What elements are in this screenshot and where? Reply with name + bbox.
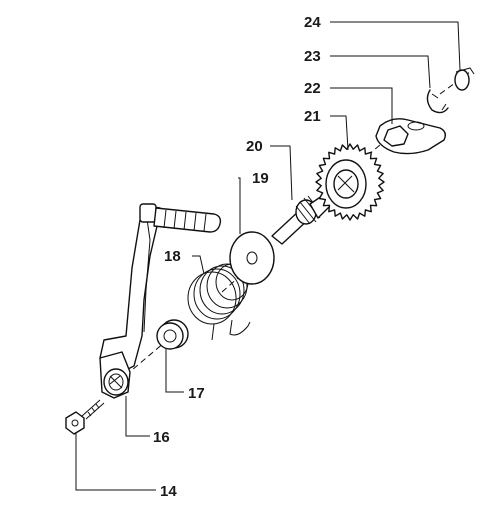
- callout-17: 17: [188, 385, 205, 402]
- part-21-gear: [315, 143, 385, 221]
- part-14-bolt: [65, 399, 105, 435]
- part-16-kick-lever: [99, 203, 222, 399]
- part-22-ratchet-plate: [375, 118, 447, 155]
- callout-24: 24: [304, 14, 321, 31]
- callout-16: 16: [153, 429, 170, 446]
- callout-22: 22: [304, 80, 321, 97]
- part-20-shaft: [271, 195, 331, 245]
- callout-18: 18: [164, 248, 181, 265]
- part-17-bushing: [156, 319, 189, 350]
- callout-21: 21: [304, 108, 321, 125]
- callout-14: 14: [160, 483, 177, 500]
- callout-19: 19: [252, 170, 269, 187]
- callout-20: 20: [246, 138, 263, 155]
- callout-23: 23: [304, 48, 321, 65]
- part-18-spring: [187, 263, 251, 341]
- part-19-washer: [229, 231, 275, 285]
- leader-lines: [75, 21, 461, 491]
- part-23-circlip: [426, 89, 449, 114]
- part-24-clip: [454, 67, 475, 91]
